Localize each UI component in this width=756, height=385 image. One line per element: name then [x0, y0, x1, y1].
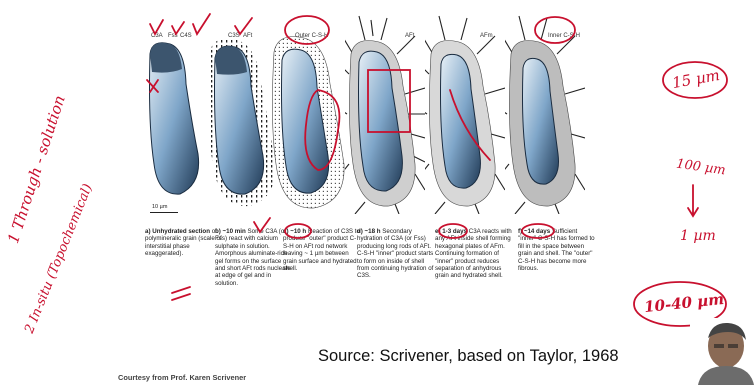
presenter-video-thumbnail — [690, 318, 756, 385]
handwriting-1-micron: 1 µm — [680, 228, 716, 244]
